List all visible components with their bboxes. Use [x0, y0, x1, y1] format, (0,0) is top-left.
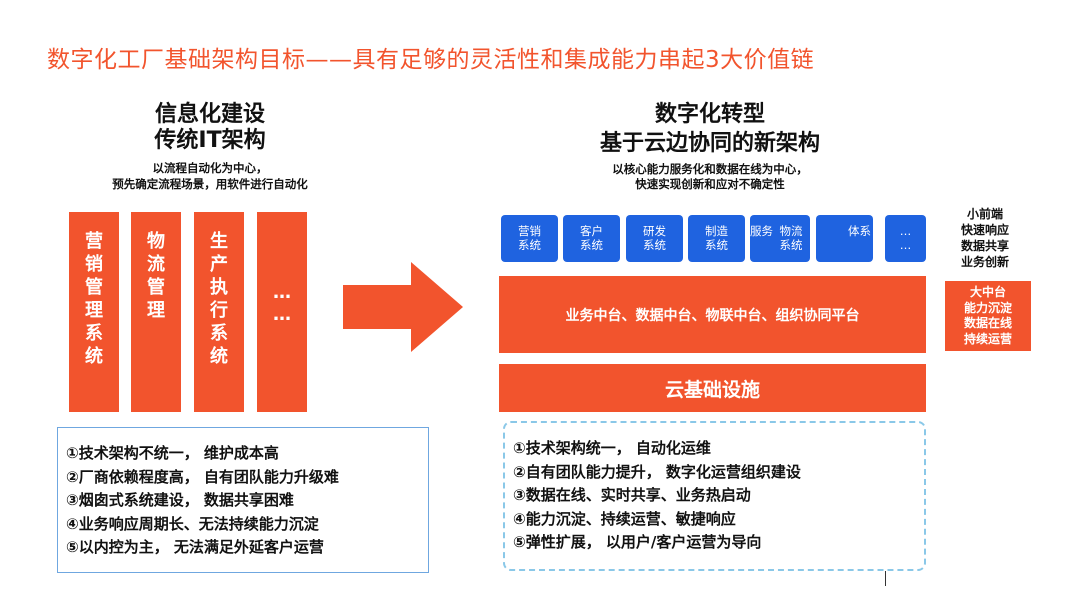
app-label: 系统 [779, 238, 803, 252]
right-benefits-box: ①技术架构统一， 自动化运维 ②自有团队能力提升， 数字化运营组织建设 ③数据在… [503, 421, 926, 571]
column-char: 销 [85, 254, 103, 275]
column-char: 生 [210, 231, 228, 252]
side-front-line: 数据共享 [960, 239, 1009, 253]
small-front-end-label: 小前端 快速响应 数据共享 业务创新 [945, 206, 1025, 270]
page-title: 数字化工厂基础架构目标——具有足够的灵活性和集成能力串起3大价值链 [47, 47, 815, 73]
column-char: 统 [85, 346, 103, 367]
left-heading-line-1: 信息化建设 [154, 102, 265, 127]
column-char: 管 [85, 277, 103, 298]
app-rnd: 研发 系统 [626, 215, 683, 262]
column-char: 系 [210, 323, 228, 344]
left-heading-line-2: 传统IT架构 [154, 128, 266, 153]
app-label: … [899, 224, 912, 238]
column-ellipsis: … [273, 282, 291, 303]
app-label: … [899, 238, 912, 252]
column-char: 管 [147, 277, 165, 298]
app-label: 系统 [705, 238, 728, 252]
app-marketing: 营销 系统 [501, 215, 558, 262]
app-label: 服务 [750, 224, 773, 238]
side-front-line: 业务创新 [960, 255, 1009, 269]
benefit-item: ④能力沉淀、持续运营、敏捷响应 [513, 509, 736, 528]
app-blank [816, 215, 873, 262]
app-label: 营销 [518, 224, 541, 238]
app-label: 物流 [779, 224, 803, 238]
problem-item: ①技术架构不统一， 维护成本高 [66, 444, 279, 462]
column-char: 执 [210, 277, 228, 298]
app-label: 制造 [705, 224, 728, 238]
transition-arrow-icon [343, 262, 463, 352]
app-label: 系统 [643, 238, 666, 252]
app-more: … … [885, 215, 926, 262]
app-logistics: 物流 系统 [766, 215, 816, 262]
cloud-infrastructure-bar: 云基础设施 [499, 364, 926, 412]
side-middle-line: 能力沉淀 [963, 300, 1012, 315]
side-middle-line: 数据在线 [963, 316, 1012, 330]
column-char: 统 [210, 346, 228, 367]
left-problems-box: ①技术架构不统一， 维护成本高 ②厂商依赖程度高， 自有团队能力升级难 ③烟囱式… [57, 427, 429, 573]
column-char: 理 [147, 300, 165, 321]
app-label: 研发 [643, 224, 666, 238]
page-marker-line [885, 571, 886, 586]
big-middle-platform-label: 大中台 能力沉淀 数据在线 持续运营 [945, 281, 1031, 351]
problem-item: ②厂商依赖程度高， 自有团队能力升级难 [66, 467, 339, 486]
benefit-item: ③数据在线、实时共享、业务热启动 [513, 486, 751, 504]
right-heading: 数字化转型 基于云边协同的新架构 [540, 100, 880, 158]
left-subtitle-line-1: 以流程自动化为中心， [152, 161, 268, 175]
app-label: 体系 [848, 224, 871, 238]
benefit-item: ②自有团队能力提升， 数字化运营组织建设 [513, 462, 801, 481]
column-ellipsis: … [273, 304, 291, 325]
benefit-item: ⑤弹性扩展， 以用户/客户运营为导向 [513, 533, 762, 551]
column-char: 理 [85, 300, 103, 321]
middle-platform-bar: 业务中台、数据中台、物联中台、组织协同平台 [499, 276, 926, 353]
more-column: … … [257, 212, 307, 412]
column-char: 系 [85, 323, 103, 344]
app-label: 系统 [518, 238, 541, 252]
marketing-system-column: 营 销 管 理 系 统 [69, 212, 119, 412]
app-system: 体系 [848, 215, 878, 262]
problem-item: ④业务响应周期长、无法持续能力沉淀 [66, 514, 319, 533]
column-char: 行 [210, 300, 228, 321]
right-subtitle-line-2: 快速实现创新和应对不确定性 [635, 177, 785, 191]
side-front-line: 快速响应 [960, 223, 1009, 237]
right-heading-line-2: 基于云边协同的新架构 [599, 131, 820, 156]
left-heading: 信息化建设 传统IT架构 [60, 102, 360, 154]
app-manufacturing: 制造 系统 [688, 215, 745, 262]
app-customer: 客户 系统 [563, 215, 620, 262]
production-system-column: 生 产 执 行 系 统 [194, 212, 244, 412]
column-char: 产 [210, 254, 228, 275]
app-service: 服务 [750, 215, 810, 262]
side-front-line: 小前端 [966, 207, 1003, 221]
left-subtitle: 以流程自动化为中心， 预先确定流程场景，用软件进行自动化 [40, 160, 380, 192]
benefit-item: ①技术架构统一， 自动化运维 [513, 439, 711, 457]
right-subtitle-line-1: 以核心能力服务化和数据在线为中心， [612, 162, 808, 176]
column-char: 物 [147, 231, 165, 252]
app-label: 客户 [580, 224, 603, 238]
logistics-column: 物 流 管 理 [131, 212, 181, 412]
app-label: 系统 [580, 238, 603, 252]
side-middle-line: 持续运营 [963, 331, 1012, 346]
side-middle-line: 大中台 [969, 285, 1006, 299]
problem-item: ⑤以内控为主， 无法满足外延客户运营 [66, 538, 324, 556]
column-char: 营 [85, 231, 103, 252]
right-heading-line-1: 数字化转型 [654, 102, 765, 127]
left-subtitle-line-2: 预先确定流程场景，用软件进行自动化 [112, 177, 308, 191]
problem-item: ③烟囱式系统建设， 数据共享困难 [66, 491, 294, 509]
column-char: 流 [147, 254, 165, 275]
right-subtitle: 以核心能力服务化和数据在线为中心， 快速实现创新和应对不确定性 [540, 162, 880, 192]
